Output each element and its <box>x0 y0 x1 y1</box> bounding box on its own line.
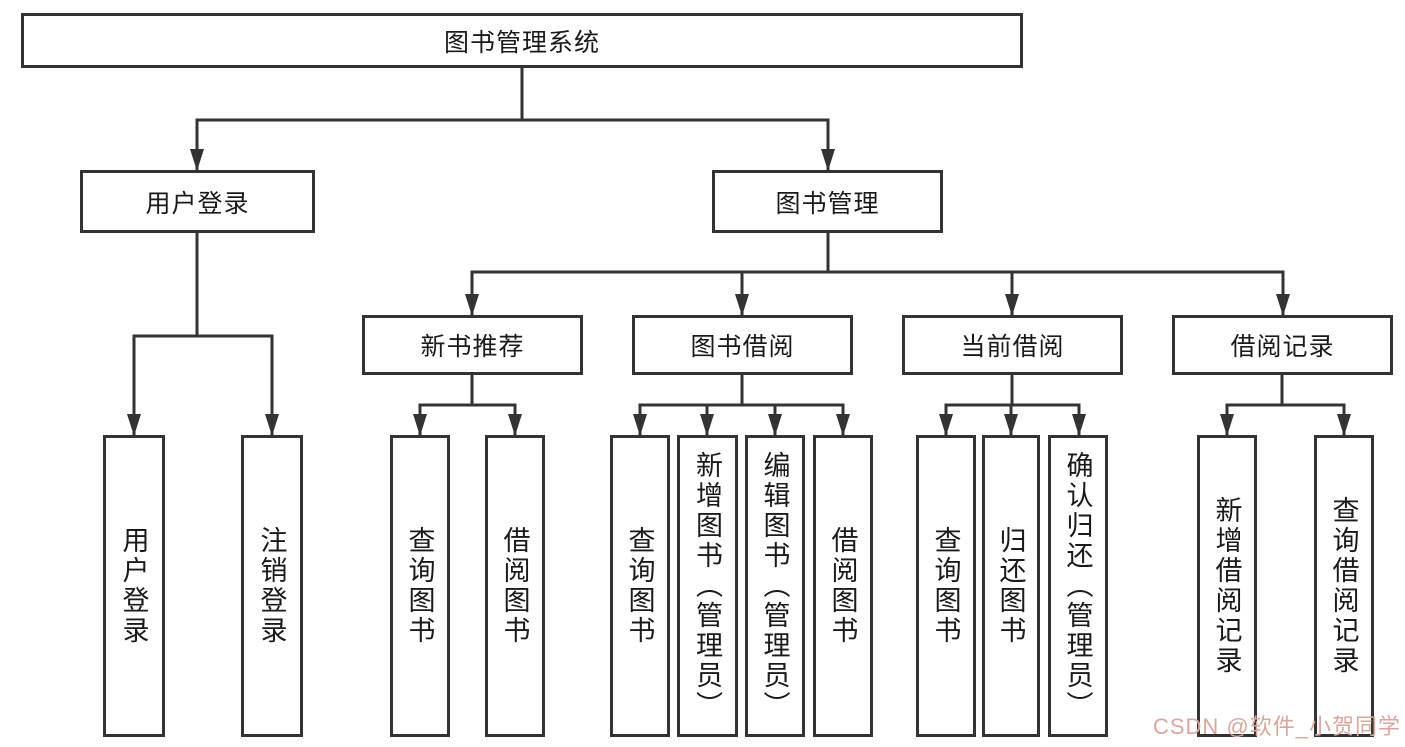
csdn-watermark: CSDN @软件_小贺同学 <box>1152 714 1401 739</box>
leaf-query-borrow-record: 查询借阅记录 <box>1314 435 1374 737</box>
leaf-return-books: 归还图书 <box>982 435 1040 737</box>
leaf-query-books-current: 查询图书 <box>916 435 976 737</box>
leaf-user-login: 用户登录 <box>103 435 165 737</box>
leaf-add-borrow-record: 新增借阅记录 <box>1197 435 1257 737</box>
leaf-confirm-return-admin: 确认归还（管理员） <box>1048 435 1108 737</box>
leaf-query-books-recommend: 查询图书 <box>390 435 450 737</box>
node-root-system: 图书管理系统 <box>21 13 1023 68</box>
node-book-management: 图书管理 <box>712 170 943 233</box>
node-current-borrowing: 当前借阅 <box>902 315 1123 375</box>
leaf-query-books-borrowing: 查询图书 <box>610 435 670 737</box>
node-book-borrowing: 图书借阅 <box>632 315 853 375</box>
node-user-login: 用户登录 <box>80 170 315 233</box>
node-new-book-recommend: 新书推荐 <box>362 315 583 375</box>
leaf-logout: 注销登录 <box>241 435 303 737</box>
leaf-borrow-books-recommend: 借阅图书 <box>485 435 545 737</box>
leaf-edit-books-admin: 编辑图书（管理员） <box>745 435 805 737</box>
node-borrowing-records: 借阅记录 <box>1172 315 1393 375</box>
leaf-add-books-admin: 新增图书（管理员） <box>677 435 738 737</box>
leaf-borrow-books-borrowing: 借阅图书 <box>813 435 873 737</box>
